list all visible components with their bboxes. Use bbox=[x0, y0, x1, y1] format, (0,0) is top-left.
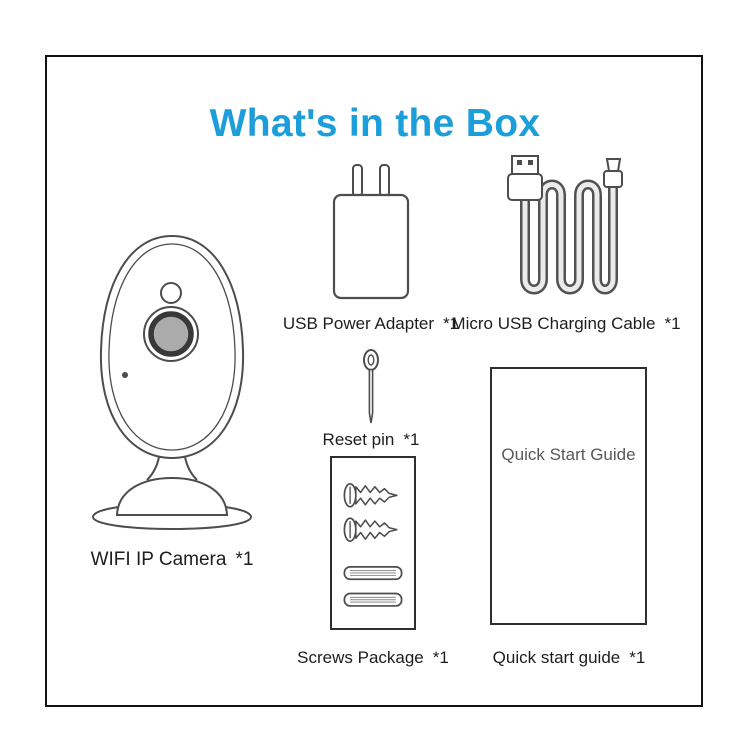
guide-cover-title: Quick Start Guide bbox=[501, 445, 636, 464]
camera-lens bbox=[148, 311, 194, 357]
camera-label-text: WIFI IP Camera bbox=[90, 549, 227, 570]
screw-1 bbox=[343, 483, 398, 508]
micro-usb-plug bbox=[605, 158, 622, 172]
adapter-label-text: USB Power Adapter bbox=[282, 314, 435, 333]
guide-label: Quick start guide *1 bbox=[493, 648, 646, 668]
screws-package-box bbox=[330, 456, 416, 630]
reset-pin-illustration bbox=[363, 349, 379, 424]
screw-2 bbox=[343, 517, 398, 542]
cable-label-text: Micro USB Charging Cable bbox=[451, 314, 656, 333]
usb-a-plug bbox=[511, 155, 539, 175]
screws-label-text: Screws Package bbox=[297, 648, 424, 667]
camera-label: WIFI IP Camera *1 bbox=[91, 549, 254, 571]
wifi-camera-illustration bbox=[91, 234, 253, 531]
screws-qty: *1 bbox=[432, 648, 449, 667]
quick-start-guide-cover: Quick Start Guide bbox=[490, 367, 647, 625]
adapter-label: USB Power Adapter *1 bbox=[283, 314, 459, 334]
camera-indicator-ring bbox=[160, 282, 182, 304]
camera-mic-hole bbox=[122, 372, 128, 378]
wall-anchor-1 bbox=[343, 565, 403, 581]
page-title: What's in the Box bbox=[209, 102, 541, 146]
screws-label: Screws Package *1 bbox=[297, 648, 449, 668]
micro-usb-cable-illustration bbox=[507, 155, 623, 295]
reset-pin-qty: *1 bbox=[403, 430, 420, 449]
camera-qty: *1 bbox=[235, 549, 254, 570]
guide-label-text: Quick start guide bbox=[492, 648, 621, 667]
screws-illustration bbox=[343, 483, 403, 607]
usb-power-adapter-illustration bbox=[332, 164, 410, 300]
adapter-qty: *1 bbox=[443, 314, 460, 333]
reset-pin-label: Reset pin *1 bbox=[323, 430, 420, 450]
content-border bbox=[45, 55, 703, 707]
cable-label: Micro USB Charging Cable *1 bbox=[451, 314, 680, 334]
wall-anchor-2 bbox=[343, 592, 403, 607]
cable-qty: *1 bbox=[664, 314, 681, 333]
reset-pin-label-text: Reset pin bbox=[322, 430, 395, 449]
guide-qty: *1 bbox=[629, 648, 646, 667]
